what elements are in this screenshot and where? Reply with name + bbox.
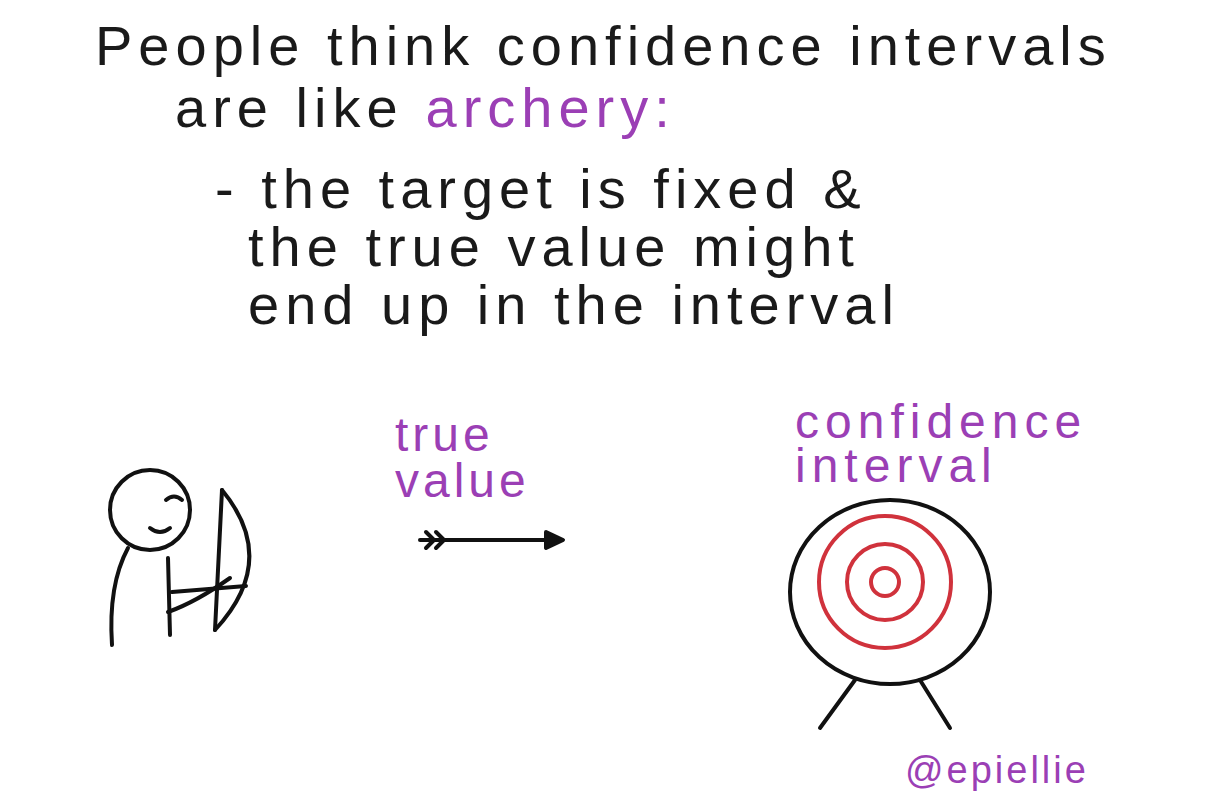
archer-body-right	[168, 558, 170, 635]
arrow-fletching	[426, 532, 444, 548]
author-handle: @epiellie	[905, 749, 1089, 791]
bow-string	[215, 490, 222, 630]
bullet-note-box: - the target is fixed & the true value m…	[215, 160, 968, 334]
archer-smile	[150, 528, 170, 532]
author-handle-box: @epiellie	[905, 748, 1185, 792]
target-bullseye	[871, 568, 899, 596]
arrow	[420, 532, 563, 548]
target	[790, 500, 990, 728]
arrow-head	[546, 532, 563, 548]
archer-eye	[166, 497, 182, 501]
archer-head	[110, 470, 190, 550]
bullet-note: - the target is fixed & the true value m…	[215, 157, 900, 336]
target-leg	[820, 680, 855, 728]
bow	[215, 490, 249, 630]
target-label: confidence interval	[795, 395, 1087, 492]
target-outline	[790, 500, 990, 684]
archer-body-left	[111, 548, 128, 645]
target-label-box: confidence interval	[795, 400, 1095, 488]
archer-arm	[168, 578, 230, 612]
arrow-label: true value	[395, 408, 530, 507]
target-leg	[920, 680, 950, 728]
target-ring	[819, 516, 951, 648]
arrow-label-box: true value	[395, 412, 585, 504]
highlight-word: archery:	[426, 76, 676, 139]
target-ring	[847, 544, 923, 620]
archer-figure	[110, 470, 249, 645]
heading-block: People think confidence intervals are li…	[95, 15, 1145, 139]
